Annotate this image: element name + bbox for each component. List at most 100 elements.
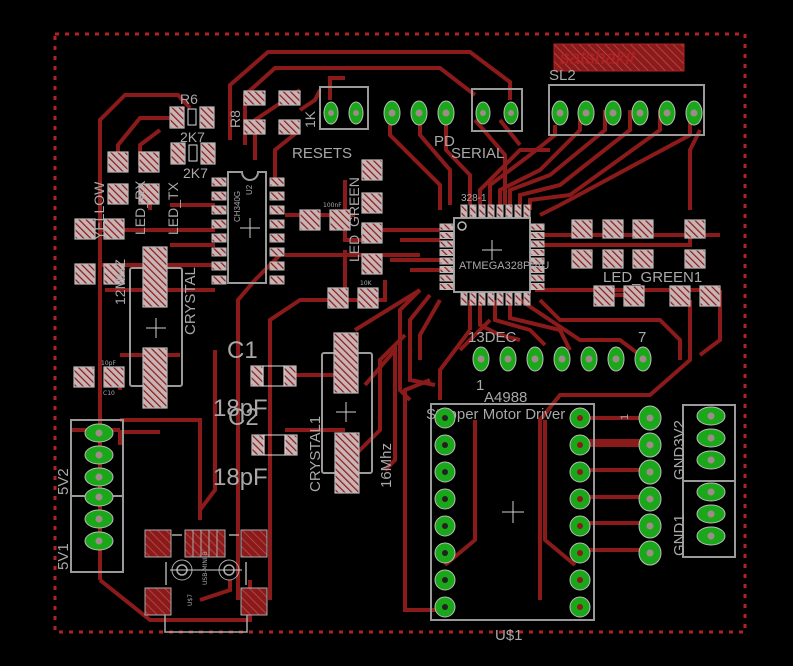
drill-hole — [504, 355, 512, 363]
drill-hole — [95, 451, 103, 459]
ic-ch340g[interactable]: CH340G U2 — [211, 171, 285, 285]
v5-2-label: 5V2 — [55, 468, 72, 495]
c1-value: 18pF — [213, 395, 268, 422]
drill-hole — [577, 604, 583, 610]
usb-mini-b-connector[interactable]: USB-MINI-B U$7 — [144, 529, 268, 633]
resistor-r8[interactable]: R8 1K — [227, 90, 318, 135]
mcu-pin — [514, 292, 522, 306]
leds-right[interactable]: LED_GREEN1 — [571, 219, 721, 307]
resistor-r6[interactable]: R6 2K7 — [169, 91, 215, 145]
board-title: satshakit — [560, 48, 636, 69]
header-serial[interactable]: SERIAL — [451, 88, 523, 162]
u7-label: U$7 — [187, 594, 194, 606]
drill-hole — [442, 415, 448, 421]
drill-hole — [707, 532, 715, 540]
drill-hole — [558, 355, 566, 363]
mcu-pin — [439, 232, 454, 239]
capacitor-c2[interactable]: C2 18pF — [213, 404, 298, 491]
drill-hole — [707, 488, 715, 496]
mcu-pin — [487, 204, 495, 218]
cap-100nf-label: 100nF — [323, 202, 342, 209]
crystal-12mhz[interactable]: CRYSTAL — [129, 246, 199, 409]
drill-hole — [646, 522, 654, 530]
drill-hole — [707, 434, 715, 442]
resets-label: RESETS — [292, 145, 352, 162]
mcu-pin — [439, 283, 454, 290]
r8-value: 1K — [302, 110, 318, 128]
gnd3v2-label: GND3V2 — [671, 420, 688, 480]
power-headers-left[interactable]: 5V2 5V1 — [55, 419, 124, 573]
drill-hole — [646, 468, 654, 476]
mcu-pin — [439, 266, 454, 273]
drill-hole — [531, 355, 539, 363]
pin1-label: 1 — [619, 414, 631, 420]
serial-label: SERIAL — [451, 145, 504, 162]
stepper-label: Stepper Motor Driver — [426, 406, 565, 423]
cap-10pf-label: 10pF — [101, 360, 116, 367]
mcu-pin — [530, 274, 545, 282]
c1-label: C1 — [227, 337, 258, 364]
left-terminal-pins — [84, 423, 114, 551]
mcu-pin — [505, 204, 513, 218]
r8-label: R8 — [227, 110, 243, 128]
drill-hole — [639, 355, 647, 363]
leds-left[interactable]: YELLOW LED_RX LED_TX — [91, 151, 181, 240]
mcu-pin — [439, 274, 454, 282]
drill-hole — [442, 604, 448, 610]
drill-hole — [95, 515, 103, 523]
drill-hole — [646, 549, 654, 557]
drill-hole — [442, 577, 448, 583]
ic-atmega328p[interactable]: 328-1 ATMEGA328P-AU — [439, 193, 549, 306]
header-7-pins — [472, 346, 652, 372]
a4988-stepper-driver[interactable]: A4988 Stepper Motor Driver U$1 — [426, 389, 595, 644]
led-green-area[interactable]: 100nF LED_GREEN 10K — [299, 159, 383, 309]
header-13dec-label: 13DEC — [468, 329, 517, 346]
drill-hole — [612, 355, 620, 363]
drill-hole — [95, 537, 103, 545]
drill-hole — [442, 469, 448, 475]
c2-label: C2 — [228, 404, 259, 431]
mcu-pin — [530, 283, 545, 290]
mcu-pin — [523, 204, 531, 218]
capacitors-left[interactable]: 12MHZ 10pF C10 — [73, 218, 128, 397]
usb-part-label: USB-MINI-B — [202, 551, 209, 585]
r7-value: 2K7 — [183, 165, 208, 181]
mcu-pin — [530, 257, 545, 265]
r-10k-label: 10K — [360, 280, 373, 287]
capacitor-c1[interactable]: C1 18pF — [213, 337, 297, 422]
header-7pin[interactable]: 13DEC 7 1 — [468, 329, 652, 394]
drill-hole — [646, 414, 654, 422]
header-pd[interactable]: PD — [383, 100, 455, 150]
header-sl2[interactable]: SL2 — [548, 67, 705, 136]
a4988-label: A4988 — [484, 389, 527, 406]
drill-hole — [577, 550, 583, 556]
stepper-pins — [434, 407, 591, 618]
header-7-label: 7 — [638, 329, 646, 346]
drill-hole — [577, 496, 583, 502]
ch340-label: CH340G — [233, 191, 242, 222]
crystal-16mhz[interactable]: CRYSTAL1 16Mhz — [307, 332, 395, 494]
mcu-pin — [478, 292, 486, 306]
drill-hole — [577, 577, 583, 583]
mhz16-label: 16Mhz — [378, 443, 395, 488]
header-resets[interactable]: RESETS — [292, 86, 369, 162]
v5-1-label: 5V1 — [55, 543, 72, 570]
mhz12-label: 12MHZ — [112, 259, 128, 305]
mcu-pin — [469, 292, 477, 306]
crystal-label: CRYSTAL — [182, 267, 199, 335]
led-rx-label: LED_RX — [132, 180, 148, 235]
mcu-pin — [469, 204, 477, 218]
drill-hole — [95, 473, 103, 481]
board-outline — [53, 32, 747, 634]
mcu-pin — [530, 249, 545, 256]
resistor-r7[interactable]: 2K7 — [170, 142, 216, 181]
power-headers-right[interactable]: 1 GND3V2 GND1 — [619, 404, 736, 566]
mcu-pin — [530, 223, 545, 231]
mcu-name-label: ATMEGA328P-AU — [459, 260, 549, 272]
c2-value: 18pF — [213, 464, 268, 491]
mcu-pin — [514, 204, 522, 218]
c10-label: C10 — [103, 390, 115, 397]
title-block: satshakit — [553, 43, 685, 72]
usb-ref-label: U$1 — [495, 627, 523, 644]
